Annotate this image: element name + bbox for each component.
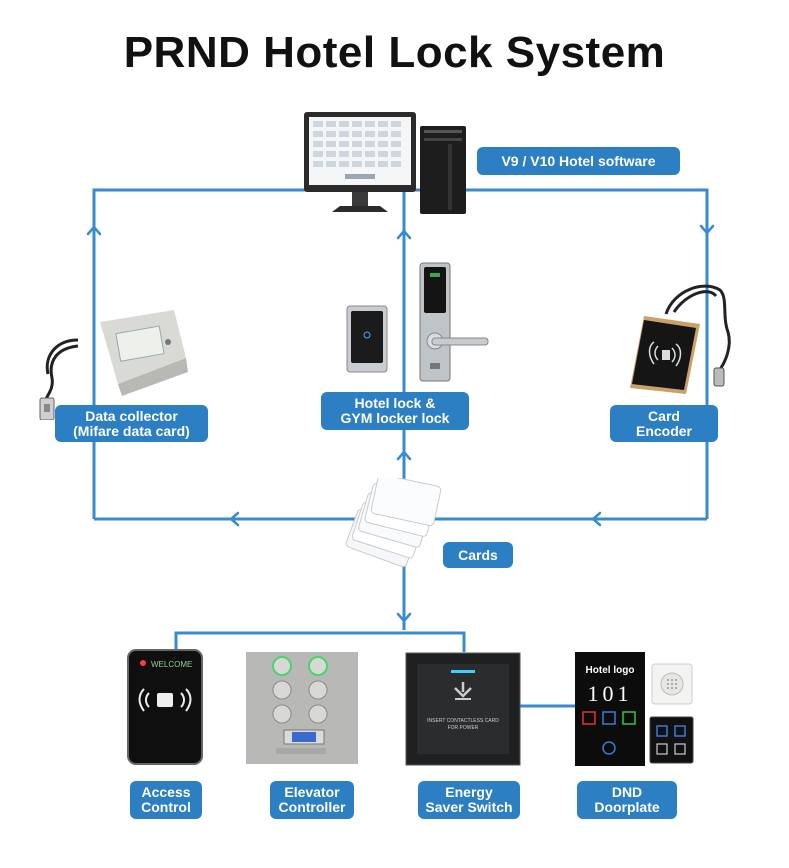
gym-locker-lock-icon [346, 305, 388, 373]
data-collector-device-icon [39, 310, 188, 420]
hotel-lock-label: Hotel lock & GYM locker lock [321, 392, 469, 430]
arrow-up-center-2 [396, 450, 412, 461]
cards-label: Cards [443, 542, 513, 568]
arrow-down-right [699, 224, 715, 235]
elevator-controller-device-icon [246, 652, 358, 764]
hotel-lock-label-line1: Hotel lock & [354, 395, 436, 411]
arrow-up-left [86, 225, 102, 236]
access-control-label-line2: Control [141, 799, 191, 815]
dnd-switch-panel-icon [649, 716, 694, 764]
data-collector-label: Data collector (Mifare data card) [55, 405, 208, 442]
cards-label-text: Cards [458, 546, 498, 563]
hotel-lock-label-line2: GYM locker lock [340, 410, 450, 426]
card-encoder-label: Card Encoder [610, 405, 718, 442]
dnd-doorplate-label: DND Doorplate [577, 781, 677, 819]
dnd-doorplate-label-line1: DND [611, 784, 643, 800]
data-collector-label-line1: Data collector [85, 407, 178, 424]
bottom-branch-line [174, 631, 466, 652]
software-label: V9 / V10 Hotel software [477, 147, 680, 175]
energy-insert-text: INSERT CONTACTLESS CARD FOR POWER [405, 718, 521, 732]
access-control-device-icon [127, 649, 203, 765]
data-collector-label-line2: (Mifare data card) [73, 422, 190, 439]
dnd-doorplate-label-line2: Doorplate [594, 799, 660, 815]
access-welcome-text: WELCOME [151, 660, 193, 669]
card-encoder-device-icon [630, 284, 731, 394]
energy-insert-line1: INSERT CONTACTLESS CARD [427, 718, 499, 724]
software-label-text: V9 / V10 Hotel software [501, 152, 656, 169]
cards-stack-icon [345, 478, 442, 568]
computer-icon [304, 112, 466, 214]
elevator-controller-label: Elevator Controller [270, 781, 354, 819]
card-encoder-label-line1: Card [648, 407, 680, 424]
elevator-controller-label-line2: Controller [278, 799, 346, 815]
dnd-room-number: 101 [587, 681, 633, 706]
hotel-door-lock-icon [419, 262, 489, 382]
dnd-doorplate-device-icon [575, 652, 645, 766]
energy-insert-line2: FOR POWER [447, 725, 479, 731]
doorbell-plate-icon [651, 663, 693, 705]
page-title: PRND Hotel Lock System [123, 28, 666, 77]
card-encoder-label-line2: Encoder [635, 422, 692, 439]
arrow-down-center [396, 612, 412, 623]
energy-saver-label-line1: Energy [445, 784, 493, 800]
access-control-label: Access Control [130, 781, 202, 819]
energy-saver-label: Energy Saver Switch [418, 781, 520, 819]
energy-saver-switch-device-icon [405, 652, 521, 766]
arrow-left-bottom-right [591, 511, 602, 527]
arrow-left-bottom [229, 511, 240, 527]
access-control-label-line1: Access [141, 784, 191, 800]
dnd-hotel-logo-text: Hotel logo [585, 665, 635, 676]
arrow-up-center-1 [396, 229, 412, 240]
elevator-controller-label-line1: Elevator [284, 784, 340, 800]
energy-saver-label-line2: Saver Switch [425, 799, 513, 815]
